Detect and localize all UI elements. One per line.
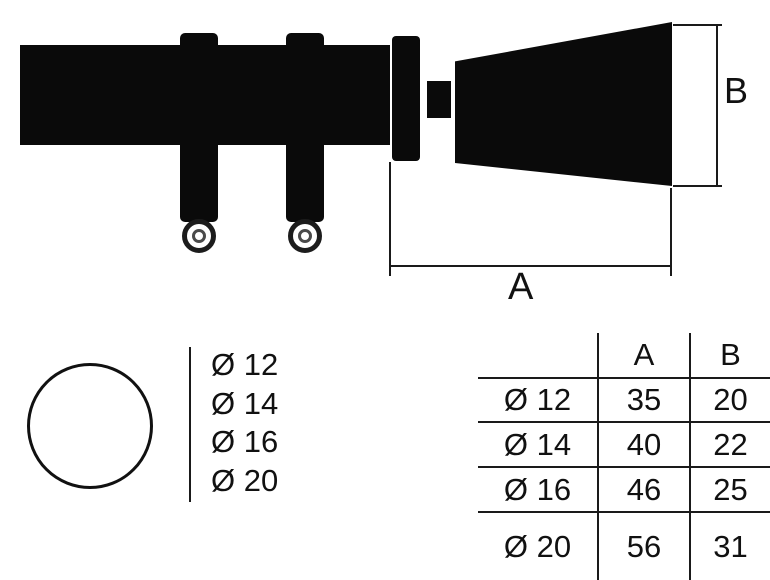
eyelet-hole-icon (192, 229, 206, 243)
dimension-a-line (389, 265, 672, 267)
diameter-option: Ø 14 (211, 385, 279, 421)
table-header-a: A (597, 333, 691, 377)
pole-bracket-right (286, 33, 324, 222)
diameter-options-list: Ø 12 Ø 14 Ø 16 Ø 20 (211, 346, 278, 501)
table-cell-b: 22 (691, 421, 770, 466)
dimension-a-extension-left (389, 162, 391, 276)
finial-neck (427, 81, 451, 118)
table-cell-a: 46 (597, 466, 691, 511)
table-cell-a: 56 (597, 511, 691, 580)
dimension-a-extension-right (670, 188, 672, 276)
table-row-label: Ø 14 (478, 421, 597, 466)
dimension-a-label: A (508, 266, 534, 308)
table-header-b: B (720, 337, 741, 372)
pole-cross-section-circle (27, 363, 153, 489)
dimension-b-label: B (724, 70, 749, 111)
table-cell-b: 31 (691, 511, 770, 580)
eyelet-hole-icon (298, 229, 312, 243)
diameter-options-divider (189, 347, 191, 502)
dimension-b-tick-top (673, 24, 722, 26)
dimensions-table: A B Ø 12 35 20 Ø 14 40 22 Ø 16 46 25 Ø 2… (478, 333, 770, 580)
table-cell-a: 40 (597, 421, 691, 466)
pole-bracket-left (180, 33, 218, 222)
dimension-b-line (716, 25, 718, 186)
diameter-option: Ø 16 (211, 424, 279, 460)
table-row-label: Ø 16 (478, 466, 597, 511)
finial-collar (392, 36, 420, 161)
table-cell-a: 35 (597, 377, 691, 421)
finial-cone (455, 22, 672, 186)
table-cell-b: 20 (691, 377, 770, 421)
table-row-label: Ø 20 (478, 511, 597, 580)
diameter-option: Ø 20 (211, 463, 279, 499)
diameter-option: Ø 12 (211, 347, 279, 382)
dimension-b-tick-bottom (673, 185, 722, 187)
bracket-eyelet-left (182, 219, 216, 253)
table-cell-b: 25 (691, 466, 770, 511)
bracket-eyelet-right (288, 219, 322, 253)
table-header-empty (478, 333, 597, 377)
table-row-label: Ø 12 (478, 377, 597, 421)
